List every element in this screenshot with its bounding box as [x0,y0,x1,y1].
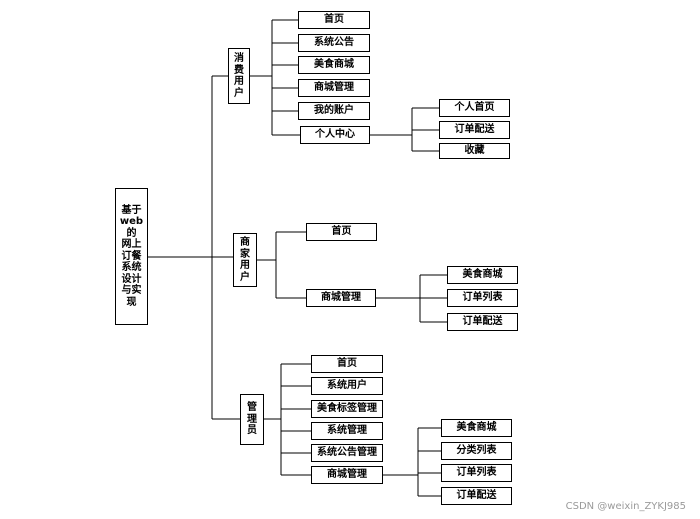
admin-mall-item-delivery: 订单配送 [441,487,512,505]
consumer-node: 消 费 用 户 [228,48,250,104]
merchant-item-home: 首页 [306,223,377,241]
consumer-item-home: 首页 [298,11,370,29]
admin-item-home: 首页 [311,355,383,373]
csdn-watermark: CSDN @weixin_ZYKJ985 [565,501,686,512]
merchant-node: 商 家 用 户 [233,233,257,287]
root-node: 基于 web的 网上 订餐 系统 设计 与实 现 [115,188,148,325]
admin-item-mall-management: 商城管理 [311,466,383,484]
personal-center-item-delivery: 订单配送 [439,121,510,139]
consumer-item-my-account: 我的账户 [298,102,370,120]
merchant-mall-item-order-list: 订单列表 [447,289,518,307]
admin-item-system-management: 系统管理 [311,422,383,440]
consumer-item-announcements: 系统公告 [298,34,370,52]
merchant-item-mall-management: 商城管理 [306,289,376,307]
admin-item-food-tags: 美食标签管理 [311,400,383,418]
consumer-item-mall-management: 商城管理 [298,79,370,97]
admin-mall-item-food-mall: 美食商城 [441,419,512,437]
consumer-item-food-mall: 美食商城 [298,56,370,74]
consumer-item-personal-center: 个人中心 [300,126,370,144]
admin-item-system-users: 系统用户 [311,377,383,395]
merchant-mall-item-food-mall: 美食商城 [447,266,518,284]
admin-item-announcement-management: 系统公告管理 [311,444,383,462]
admin-mall-item-category-list: 分类列表 [441,442,512,460]
admin-node: 管 理 员 [240,394,264,445]
merchant-mall-item-delivery: 订单配送 [447,313,518,331]
admin-mall-item-order-list: 订单列表 [441,464,512,482]
personal-center-item-home: 个人首页 [439,99,510,117]
personal-center-item-favorites: 收藏 [439,143,510,159]
